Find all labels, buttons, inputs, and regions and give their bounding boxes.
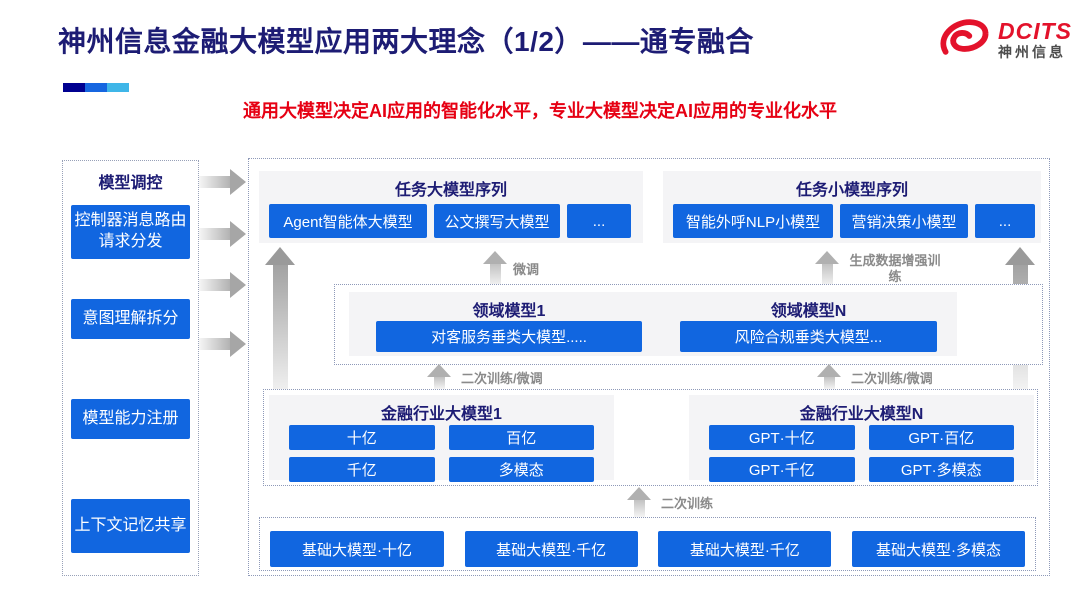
base-models-container: 基础大模型·十亿 基础大模型·千亿 基础大模型·千亿 基础大模型·多模态 (259, 517, 1036, 571)
label-gen-data-train: 生成数据增强训练 (849, 253, 941, 284)
domain-models-container: 领域模型1 对客服务垂类大模型..... 领域模型N 风险合规垂类大模型... (334, 284, 1043, 365)
flow-arrow-up-tall-icon (265, 247, 295, 399)
flow-arrow-up-icon (815, 251, 839, 288)
sidebar-title: 模型调控 (98, 175, 163, 192)
panel-title: 任务大模型序列 (394, 182, 507, 199)
flow-arrow-right-icon (199, 272, 246, 298)
model-chip-more: ... (567, 204, 631, 238)
model-chip-100b: 千亿 (289, 457, 435, 482)
model-chip-docwriting: 公文撰写大模型 (434, 204, 560, 238)
panel-task-large-models: 任务大模型序列 Agent智能体大模型 公文撰写大模型 ... (259, 171, 643, 243)
panel-title: 领域模型1 (472, 303, 546, 320)
model-chip-gpt-10b: GPT·百亿 (868, 425, 1014, 450)
model-chip-10b: 百亿 (448, 425, 594, 450)
model-chip-agent: Agent智能体大模型 (269, 204, 427, 238)
model-chip-risk-compliance: 风险合规垂类大模型... (680, 321, 937, 352)
model-chip-1b: 十亿 (289, 425, 435, 450)
sidebar-item-intent: 意图理解拆分 (71, 299, 190, 339)
sidebar-model-control: 模型调控 控制器消息路由请求分发 意图理解拆分 模型能力注册 上下文记忆共享 (62, 160, 199, 576)
logo-swirl-icon (940, 19, 989, 55)
label-retrain-finetune: 二次训练/微调 (461, 371, 543, 386)
panel-title: 领域模型N (770, 303, 847, 320)
accent-bar-dark (63, 83, 85, 92)
sidebar-item-registry: 模型能力注册 (71, 399, 190, 439)
flow-arrow-right-icon (199, 331, 246, 357)
panel-title: 金融行业大模型1 (381, 406, 502, 423)
model-chip-gpt-multimodal: GPT·多模态 (868, 457, 1014, 482)
panel-title: 任务小模型序列 (795, 182, 908, 199)
model-chip-multimodal: 多模态 (448, 457, 594, 482)
diagram-container: 任务大模型序列 Agent智能体大模型 公文撰写大模型 ... 任务小模型序列 … (248, 158, 1050, 576)
flow-arrow-right-icon (199, 221, 246, 247)
model-chip-customer-service: 对客服务垂类大模型..... (376, 321, 642, 352)
model-chip-more: ... (975, 204, 1035, 238)
accent-bar-cyan (107, 83, 129, 92)
model-chip-base-100b: 基础大模型·千亿 (464, 531, 638, 567)
model-chip-marketing: 营销决策小模型 (840, 204, 968, 238)
panel-industry-model-1: 金融行业大模型1 十亿 百亿 千亿 多模态 (269, 395, 614, 482)
panel-task-small-models: 任务小模型序列 智能外呼NLP小模型 营销决策小模型 ... (663, 171, 1041, 243)
flow-arrow-up-icon (483, 251, 507, 288)
model-chip-base-100b-2: 基础大模型·千亿 (658, 531, 832, 567)
sidebar-item-context: 上下文记忆共享 (71, 499, 190, 553)
subtitle: 通用大模型决定AI应用的智能化水平，专业大模型决定AI应用的专业化水平 (243, 101, 837, 121)
model-chip-nlp-callout: 智能外呼NLP小模型 (673, 204, 833, 238)
sidebar-item-router: 控制器消息路由请求分发 (71, 205, 190, 259)
dcits-logo: DCITS 神州信息 (934, 16, 1072, 62)
flow-arrow-up-icon (817, 364, 841, 390)
flow-arrow-up-icon (627, 487, 651, 518)
label-retrain-finetune: 二次训练/微调 (851, 371, 933, 386)
logo-brand: DCITS (998, 17, 1072, 44)
label-fine-tune: 微调 (513, 262, 540, 277)
page-title: 神州信息金融大模型应用两大理念（1/2）——通专融合 (58, 26, 754, 57)
panel-industry-model-n: 金融行业大模型N GPT·十亿 GPT·百亿 GPT·千亿 GPT·多模态 (689, 395, 1034, 482)
industry-models-container: 金融行业大模型1 十亿 百亿 千亿 多模态 金融行业大模型N GPT·十亿 GP… (263, 389, 1038, 486)
accent-bar-blue (85, 83, 107, 92)
flow-arrow-up-icon (427, 364, 451, 390)
model-chip-gpt-100b: GPT·千亿 (709, 457, 855, 482)
panel-title: 金融行业大模型N (799, 406, 924, 423)
label-retrain: 二次训练 (661, 496, 714, 511)
model-chip-base-multimodal: 基础大模型·多模态 (851, 531, 1025, 567)
panel-domain-model-n: 领域模型N 风险合规垂类大模型... (660, 292, 957, 356)
flow-arrow-right-icon (199, 169, 246, 195)
model-chip-base-1b: 基础大模型·十亿 (270, 531, 444, 567)
logo-brand-cn: 神州信息 (998, 43, 1066, 60)
panel-domain-model-1: 领域模型1 对客服务垂类大模型..... (349, 292, 669, 356)
model-chip-gpt-1b: GPT·十亿 (709, 425, 855, 450)
title-accent-bar (63, 83, 129, 92)
